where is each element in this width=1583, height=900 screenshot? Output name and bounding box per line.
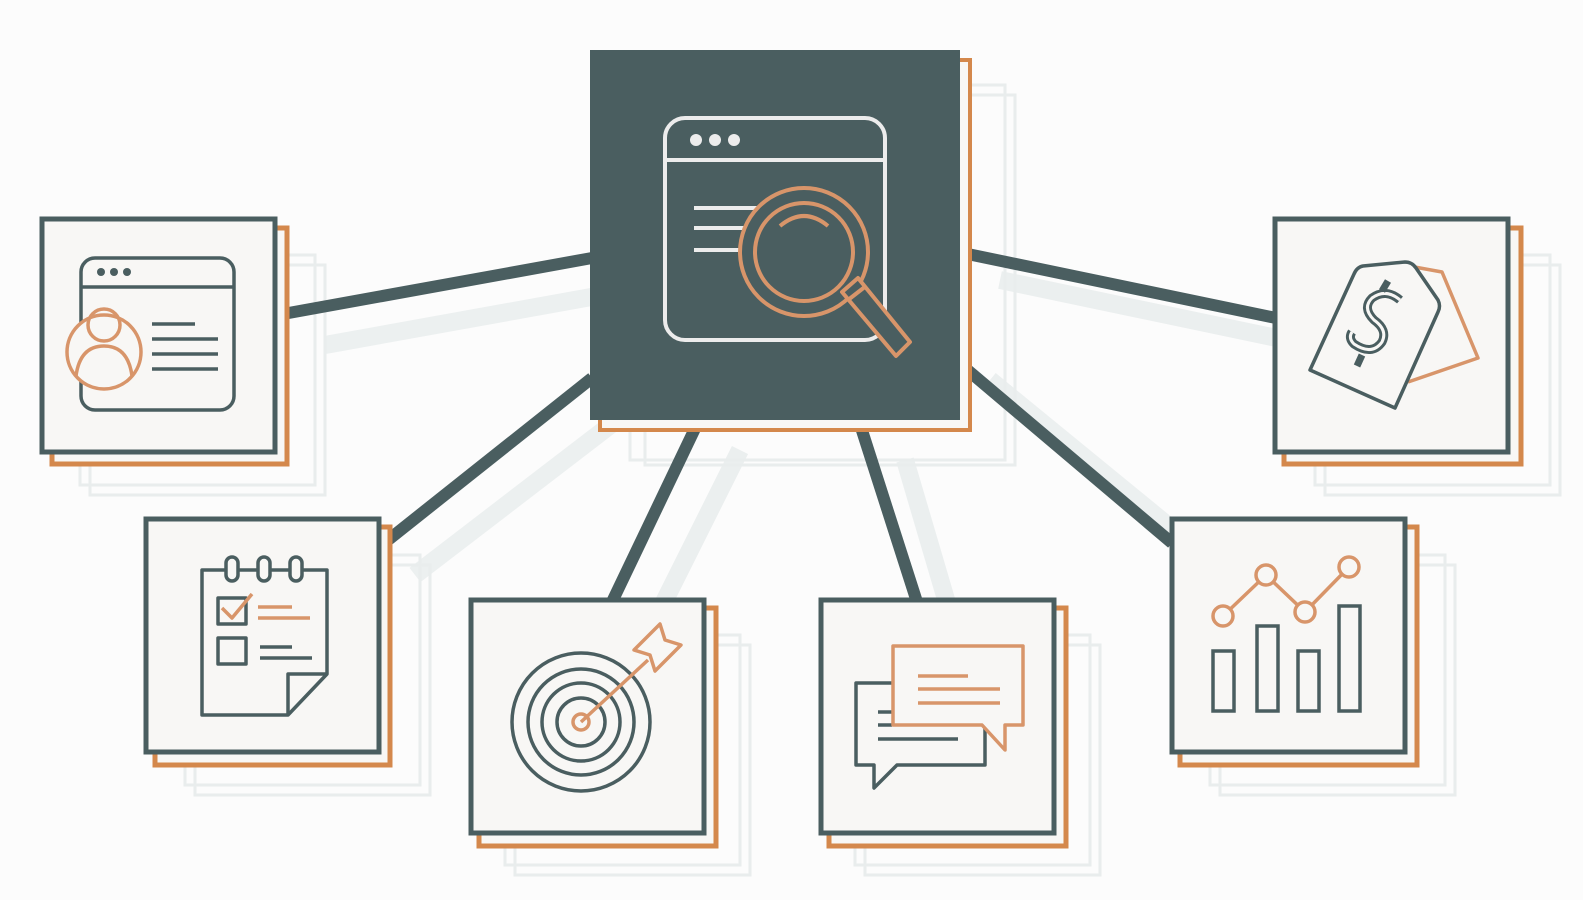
target-arrow-icon bbox=[510, 622, 683, 793]
connector-target bbox=[606, 415, 706, 605]
bar-line-chart-icon bbox=[1211, 555, 1362, 713]
node-pricing bbox=[1272, 216, 1524, 467]
checklist-calendar-icon bbox=[200, 555, 329, 717]
chat-bubbles-icon bbox=[854, 644, 1025, 790]
price-tag-icon bbox=[1308, 260, 1480, 410]
connector-analytics bbox=[954, 357, 1176, 548]
connector-chat bbox=[852, 416, 923, 604]
connectors bbox=[270, 246, 1278, 605]
browser-search-icon bbox=[663, 116, 912, 358]
connector-pricing bbox=[956, 246, 1278, 324]
node-target bbox=[468, 597, 719, 849]
connector-checklist bbox=[374, 373, 596, 553]
node-checklist bbox=[143, 516, 393, 768]
hub-card bbox=[590, 50, 972, 432]
node-profile bbox=[39, 216, 290, 467]
node-analytics bbox=[1169, 516, 1420, 768]
node-chat bbox=[818, 597, 1069, 849]
user-profile-icon bbox=[65, 256, 236, 412]
connector-profile bbox=[270, 252, 594, 322]
